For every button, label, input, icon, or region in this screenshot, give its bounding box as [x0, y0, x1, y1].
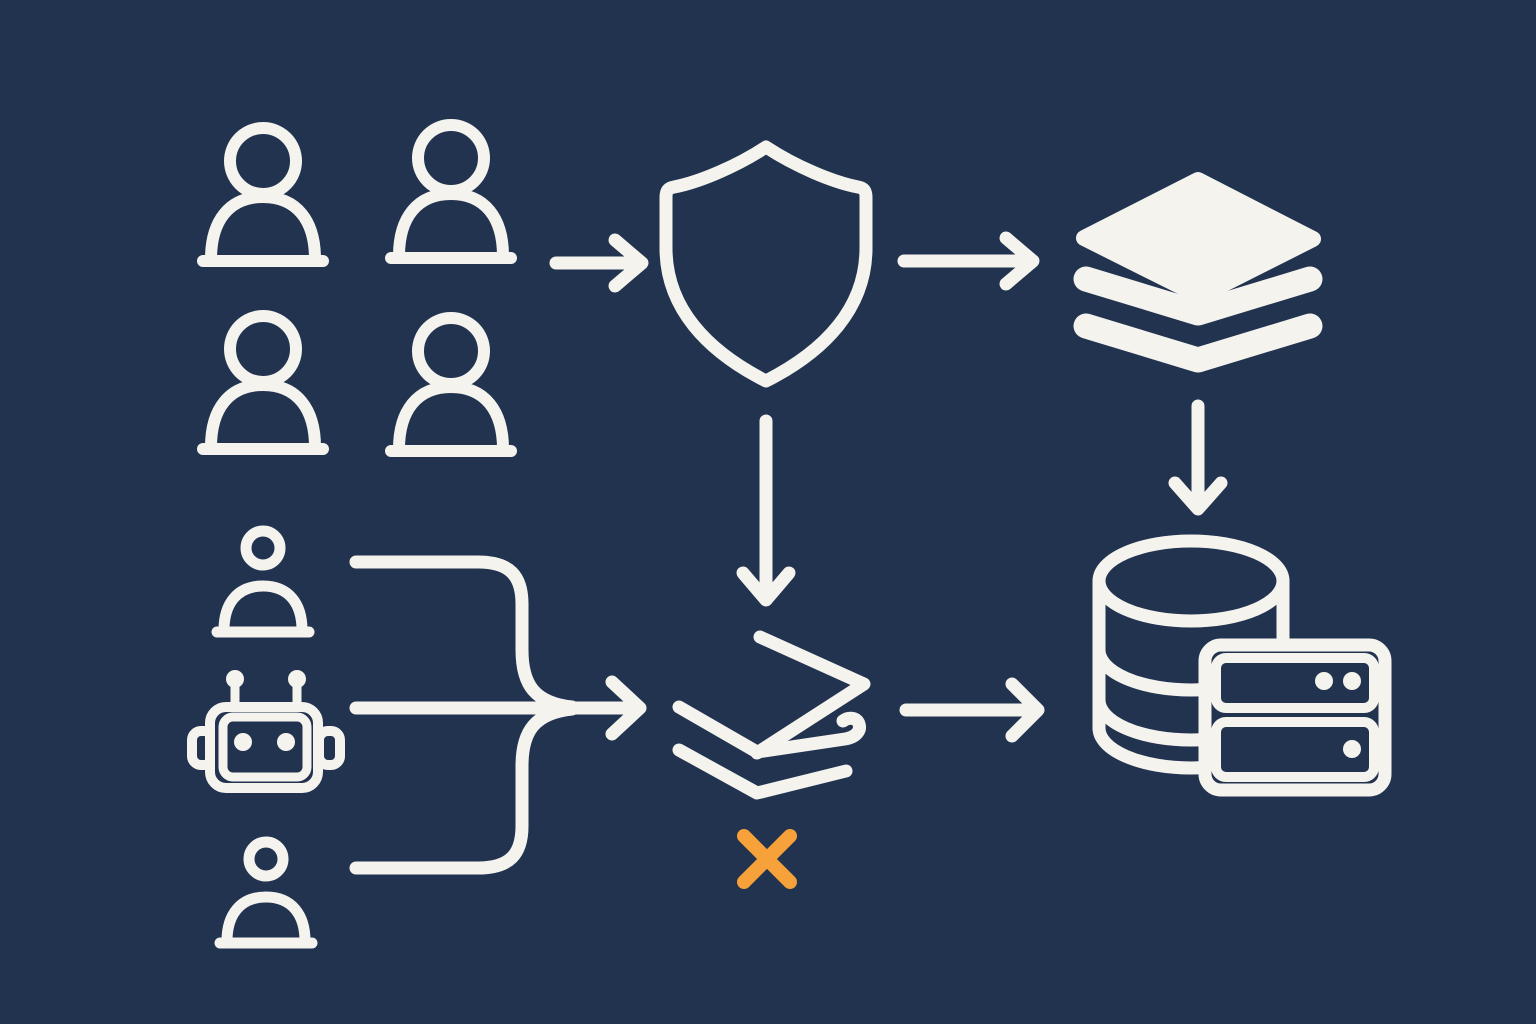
layers-outline-icon — [672, 630, 871, 889]
database-server-icon — [1092, 534, 1392, 797]
server-slot-top — [1211, 653, 1379, 713]
arrow-unverified-to-database — [899, 677, 1045, 743]
arrow-users-to-shield — [549, 233, 649, 293]
blocked-x-marker — [737, 829, 797, 889]
requester-group — [187, 531, 345, 943]
merge-arrow-requesters-to-unverified — [349, 555, 647, 875]
arrow-layers-to-database — [1168, 399, 1228, 516]
server-led — [1343, 672, 1361, 690]
robot-icon — [187, 670, 345, 793]
layers-icon — [1073, 172, 1323, 373]
arrow-shield-to-unverified — [736, 414, 796, 607]
server-slot-bottom — [1211, 717, 1379, 782]
arrow-shield-to-layers — [897, 231, 1040, 291]
server-led — [1343, 740, 1361, 758]
server-led — [1315, 672, 1333, 690]
shield-icon — [659, 140, 873, 388]
